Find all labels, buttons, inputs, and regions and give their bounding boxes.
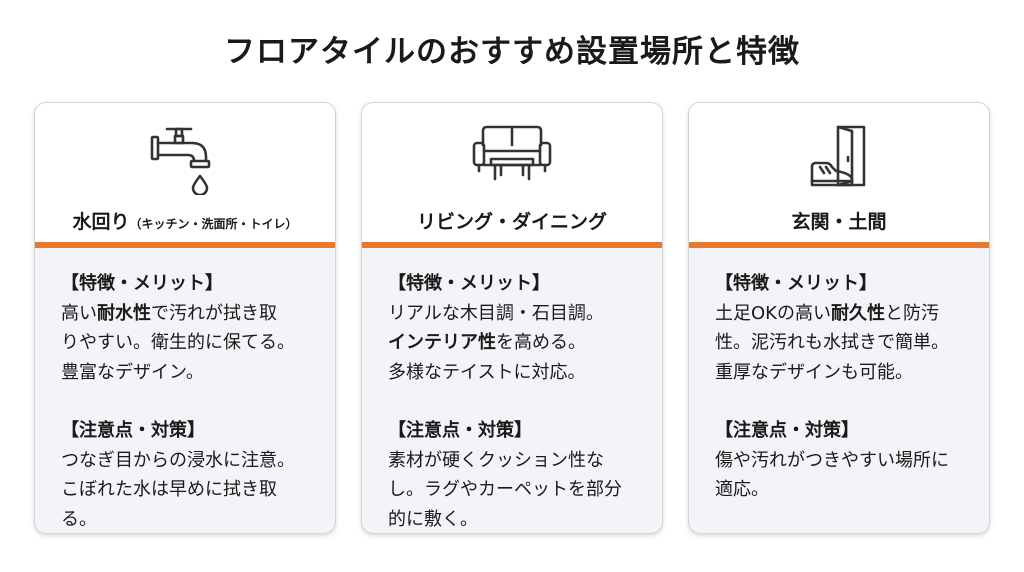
caution-line: 適応。: [715, 479, 769, 500]
card-water-area: 水回り（キッチン・洗面所・トイレ） 【特徴・メリット】 高い耐水性で汚れが拭き取…: [34, 102, 336, 534]
merit-heading: 【特徴・メリット】: [388, 273, 550, 294]
merit-line: 土足OKの高い耐久性と防汚: [715, 302, 939, 324]
merit-line: 性。泥汚れも水拭きで簡単。: [715, 332, 949, 353]
card-body: 【特徴・メリット】 土足OKの高い耐久性と防汚 性。泥汚れも水拭きで簡単。 重厚…: [689, 248, 989, 505]
merit-line: インテリア性を高める。: [388, 332, 586, 353]
caution-line: こぼれた水は早めに拭き取: [61, 479, 277, 500]
faucet-icon: [150, 127, 211, 195]
caution-heading: 【注意点・対策】: [61, 420, 205, 441]
card-title-sub: （キッチン・洗面所・トイレ）: [129, 217, 298, 231]
merit-line: 豊富なデザイン。: [61, 361, 204, 383]
merit-line: 多様なテイストに対応。: [388, 361, 586, 383]
card-living-dining: リビング・ダイニング 【特徴・メリット】 リアルな木目調・石目調。 インテリア性…: [361, 102, 663, 534]
merit-heading: 【特徴・メリット】: [61, 273, 223, 294]
merit-line: リアルな木目調・石目調。: [388, 302, 604, 324]
card-title-main: 水回り: [72, 211, 130, 233]
caution-heading: 【注意点・対策】: [388, 420, 532, 441]
caution-line: つなぎ目からの浸水に注意。: [61, 449, 295, 471]
sofa-table-icon: [472, 125, 552, 181]
caution-line: し。ラグやカーペットを部分: [388, 479, 622, 500]
card-header: 玄関・土間: [689, 103, 989, 248]
door-shoe-icon: [810, 125, 866, 187]
card-title: 玄関・土間: [689, 207, 989, 234]
card-title-main: リビング・ダイニング: [416, 211, 607, 233]
caution-line: る。: [61, 508, 97, 530]
card-body: 【特徴・メリット】 リアルな木目調・石目調。 インテリア性を高める。 多様なテイ…: [362, 248, 662, 533]
card-title: リビング・ダイニング: [362, 207, 662, 234]
card-header: リビング・ダイニング: [362, 103, 662, 248]
card-body: 【特徴・メリット】 高い耐水性で汚れが拭き取 りやすい。衛生的に保てる。 豊富な…: [35, 248, 335, 533]
card-header: 水回り（キッチン・洗面所・トイレ）: [35, 103, 335, 248]
caution-line: 的に敷く。: [388, 508, 478, 530]
card-entrance: 玄関・土間 【特徴・メリット】 土足OKの高い耐久性と防汚 性。泥汚れも水拭きで…: [688, 102, 990, 534]
card-title: 水回り（キッチン・洗面所・トイレ）: [35, 207, 335, 234]
caution-heading: 【注意点・対策】: [715, 420, 859, 441]
merit-line: 高い耐水性で汚れが拭き取: [61, 302, 277, 324]
caution-line: 傷や汚れがつきやすい場所に: [715, 449, 949, 471]
merit-heading: 【特徴・メリット】: [715, 273, 877, 294]
card-title-main: 玄関・土間: [791, 211, 887, 233]
page-title: フロアタイルのおすすめ設置場所と特徴: [224, 34, 800, 70]
merit-line: りやすい。衛生的に保てる。: [61, 332, 295, 353]
caution-line: 素材が硬くクッション性な: [388, 449, 604, 471]
merit-line: 重厚なデザインも可能。: [715, 361, 913, 383]
